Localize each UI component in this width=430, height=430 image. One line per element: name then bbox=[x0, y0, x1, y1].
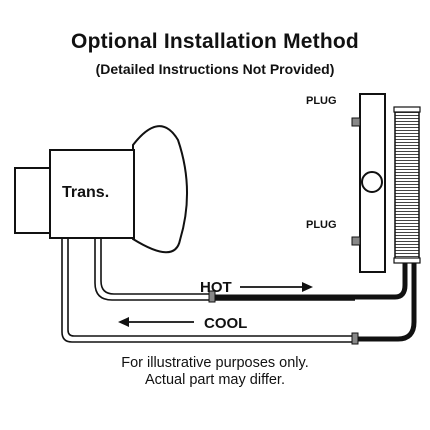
radiator-filler-cap bbox=[361, 171, 383, 193]
cooler-core bbox=[394, 109, 420, 261]
hot-hose bbox=[213, 260, 408, 300]
disclaimer-line-2: Actual part may differ. bbox=[145, 372, 285, 388]
hot-arrow-head bbox=[302, 282, 313, 292]
cooler-top-cap bbox=[393, 106, 421, 113]
cooler-bottom-cap bbox=[393, 257, 421, 264]
disclaimer-caption: For illustrative purposes only. Actual p… bbox=[0, 355, 430, 389]
hot-line-outline-outer bbox=[94, 238, 355, 301]
diagram-subtitle: (Detailed Instructions Not Provided) bbox=[95, 61, 335, 77]
cool-hose bbox=[357, 260, 417, 342]
plug-bottom-label: PLUG bbox=[306, 219, 337, 231]
tail-housing bbox=[14, 167, 52, 234]
cool-fitting bbox=[351, 332, 359, 345]
hot-line-outline-inner bbox=[100, 238, 210, 295]
transmission-label: Trans. bbox=[62, 184, 109, 201]
bell-housing bbox=[132, 125, 189, 254]
plug-bottom bbox=[351, 236, 361, 246]
cool-line-outline-outer bbox=[61, 238, 355, 343]
diagram-title: Optional Installation Method bbox=[71, 30, 359, 53]
hot-fitting bbox=[208, 290, 216, 303]
plug-top-label: PLUG bbox=[306, 95, 337, 107]
cool-label: COOL bbox=[204, 315, 247, 332]
hot-label: HOT bbox=[200, 279, 232, 296]
transmission-body bbox=[49, 149, 135, 239]
cool-arrow-head bbox=[118, 317, 129, 327]
disclaimer-line-1: For illustrative purposes only. bbox=[121, 355, 309, 371]
plug-top bbox=[351, 117, 361, 127]
cool-line-outline-inner bbox=[67, 238, 355, 337]
